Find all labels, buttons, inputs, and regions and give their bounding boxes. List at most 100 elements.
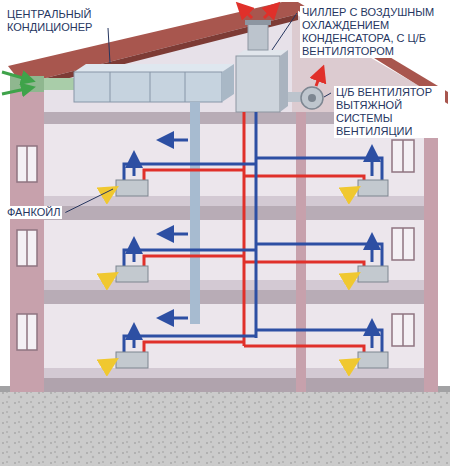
- supply-pipe: [144, 170, 244, 180]
- outer-wall: [296, 112, 306, 392]
- callout-label: ЧИЛЛЕР С ВОЗДУШНЫМ ОХЛАЖДЕНИЕМ КОНДЕНСАТ…: [300, 6, 445, 58]
- supply-pipe: [244, 262, 364, 266]
- fancoil-unit: [116, 352, 148, 368]
- air-flow-arrow: [133, 328, 136, 348]
- room-interior: [306, 196, 424, 206]
- fancoil-unit: [116, 180, 148, 196]
- supply-pipe: [244, 176, 364, 180]
- room-interior: [306, 220, 424, 290]
- supply-pipe: [243, 112, 246, 346]
- window: [17, 140, 414, 350]
- air-flow-arrow: [371, 150, 374, 176]
- air-flow-arrow: [102, 362, 112, 368]
- leader-line: [65, 189, 113, 213]
- return-pipe: [124, 336, 256, 352]
- air-flow-arrow: [344, 362, 354, 368]
- return-pipe: [256, 158, 382, 180]
- fresh-air-intake: [2, 72, 30, 80]
- exhaust-fan: [308, 94, 316, 102]
- air-handling-unit: [222, 64, 234, 102]
- chiller: [240, 6, 252, 18]
- window: [17, 314, 37, 350]
- callout-box: ФАНКОЙЛ: [5, 202, 95, 220]
- air-handling-unit: [110, 72, 111, 102]
- exhaust-fan: [288, 92, 302, 102]
- return-pipe: [124, 112, 382, 352]
- room-interior: [44, 304, 296, 378]
- window: [402, 140, 404, 172]
- window: [392, 140, 414, 172]
- room-interior: [44, 124, 296, 206]
- chiller: [280, 50, 288, 112]
- window: [402, 228, 404, 260]
- room-interior: [44, 220, 296, 290]
- room-interior: [44, 124, 424, 378]
- leader-line: [108, 28, 110, 63]
- leader-line: [272, 13, 297, 50]
- supply-pipe: [144, 112, 364, 352]
- window: [17, 146, 37, 182]
- window: [26, 146, 28, 182]
- exhaust-fan: [301, 87, 323, 109]
- chiller: [236, 56, 280, 112]
- outer-wall: [10, 84, 44, 392]
- fancoil-unit: [116, 266, 148, 282]
- fancoil-unit: [116, 180, 388, 368]
- chiller: [236, 50, 288, 56]
- room-interior: [306, 368, 424, 378]
- room-interior: [44, 368, 296, 378]
- return-pipe: [256, 330, 382, 352]
- air-handling-unit: [74, 72, 222, 102]
- outer-wall: [424, 102, 438, 392]
- callout-box: ЧИЛЛЕР С ВОЗДУШНЫМ ОХЛАЖДЕНИЕМ КОНДЕНСАТ…: [300, 6, 445, 59]
- callout-label: ФАНКОЙЛ: [5, 206, 62, 219]
- floor-slab: [12, 112, 308, 124]
- window: [26, 230, 28, 266]
- chiller: [236, 6, 288, 112]
- supply-duct: [162, 139, 188, 142]
- air-handling-unit: [74, 64, 234, 72]
- window: [402, 314, 404, 346]
- window: [392, 314, 414, 346]
- air-flow-arrow: [344, 190, 354, 196]
- return-pipe: [124, 164, 256, 180]
- supply-duct: [162, 233, 188, 236]
- window: [17, 230, 37, 266]
- fancoil-unit: [358, 180, 388, 196]
- supply-duct: [190, 102, 200, 324]
- floor-slab: [10, 378, 438, 392]
- fresh-air-intake: [2, 72, 74, 94]
- callout-box: Ц/Б ВЕНТИЛЯТОР ВЫТЯЖНОЙ СИСТЕМЫ ВЕНТИЛЯЦ…: [334, 86, 445, 139]
- floor-slab: [44, 290, 438, 304]
- fresh-air-intake: [2, 88, 30, 94]
- callout-label: ЦЕНТРАЛЬНЫЙ КОНДИЦИОНЕР: [5, 8, 105, 34]
- window: [392, 228, 414, 260]
- fancoil-unit: [358, 266, 388, 282]
- air-flow-arrow: [102, 276, 112, 282]
- return-pipe: [255, 112, 258, 338]
- air-handling-unit: [185, 72, 186, 102]
- callout-box: ЦЕНТРАЛЬНЫЙ КОНДИЦИОНЕР: [5, 8, 105, 35]
- ground: [0, 388, 450, 466]
- air-flow-arrow: [102, 190, 112, 196]
- chiller: [248, 24, 268, 50]
- air-handling-unit: [150, 72, 151, 102]
- exhaust-fan: [288, 70, 323, 109]
- air-flow-arrow: [371, 324, 374, 348]
- window: [26, 314, 28, 350]
- supply-pipe: [144, 256, 244, 266]
- air-flow-arrow: [133, 156, 136, 176]
- chiller: [264, 6, 276, 18]
- supply-pipe: [244, 346, 364, 352]
- air-flow-arrow: [371, 238, 374, 262]
- room-interior: [306, 304, 424, 378]
- supply-pipe: [144, 342, 244, 352]
- fresh-air-intake: [44, 78, 74, 90]
- air-handling-unit: [74, 64, 234, 102]
- callout-label: Ц/Б ВЕНТИЛЯТОР ВЫТЯЖНОЙ СИСТЕМЫ ВЕНТИЛЯЦ…: [334, 86, 445, 138]
- floor-slab: [10, 112, 438, 392]
- exhaust-fan: [316, 70, 322, 86]
